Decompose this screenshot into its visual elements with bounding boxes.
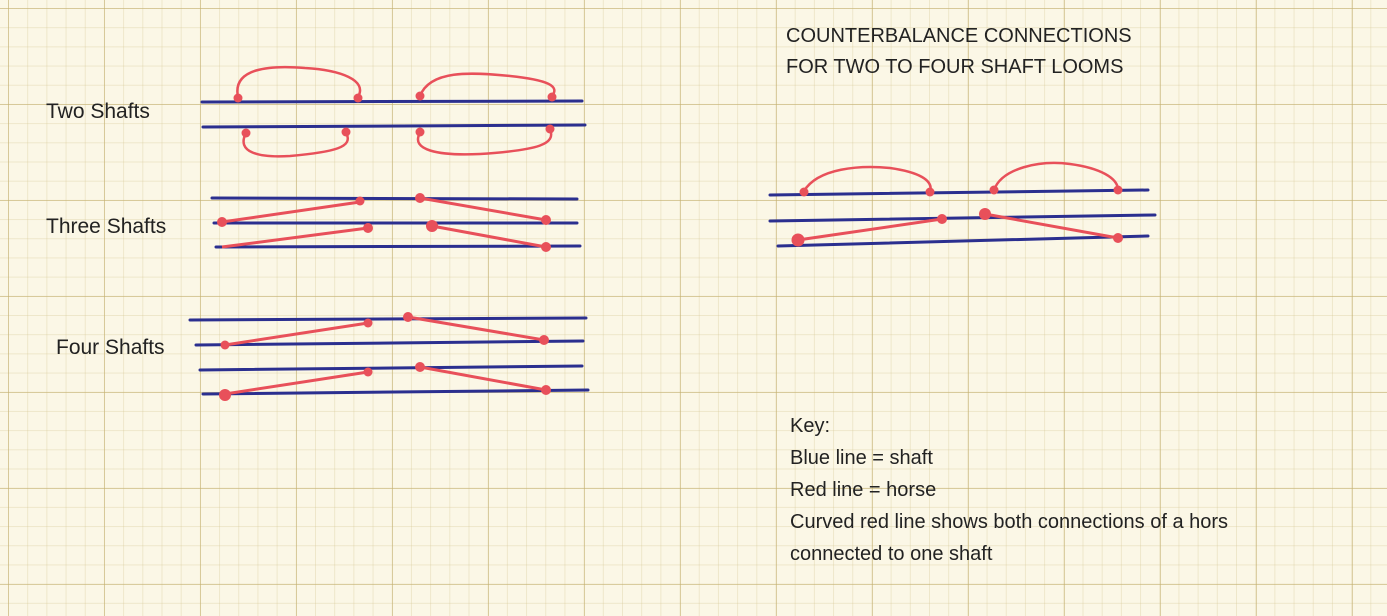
connection-dot — [415, 91, 425, 101]
four-shafts-group — [188, 312, 590, 401]
shaft-line — [210, 196, 579, 201]
connection-dot — [979, 208, 991, 220]
connection-dot — [547, 92, 557, 102]
connection-dot — [799, 187, 809, 197]
three-shafts-group — [210, 193, 582, 252]
horse-line — [431, 224, 547, 249]
connection-dot — [989, 185, 999, 195]
connection-dot — [426, 220, 438, 232]
horse-curve — [418, 72, 556, 97]
connection-dot — [541, 242, 551, 252]
shaft-line — [768, 213, 1157, 223]
shaft-line — [201, 388, 590, 396]
key-curved-line-1: Curved red line shows both connections o… — [790, 511, 1229, 533]
diagram-title-line-2: FOR TWO TO FOUR SHAFT LOOMS — [786, 56, 1124, 78]
horse-curve — [802, 165, 932, 193]
connection-dot — [220, 340, 230, 350]
label-three-shafts: Three Shafts — [46, 215, 167, 238]
key-blue-line: Blue line = shaft — [790, 447, 933, 469]
connection-dot — [363, 367, 373, 377]
connection-dot — [233, 93, 243, 103]
connection-dot — [541, 385, 551, 395]
connection-dot — [539, 335, 549, 345]
connection-dot — [355, 196, 365, 206]
connection-dot — [241, 128, 251, 138]
connection-dot — [363, 318, 373, 328]
connection-dot — [415, 193, 425, 203]
connection-dot — [415, 127, 425, 137]
label-two-shafts: Two Shafts — [46, 100, 150, 123]
connection-dot — [545, 124, 555, 134]
horse-line — [419, 365, 547, 392]
key-curved-line-2: connected to one shaft — [790, 543, 993, 565]
connection-dot — [403, 312, 413, 322]
horse-line — [419, 196, 547, 222]
horse-curve — [236, 65, 362, 98]
horse-curve — [416, 128, 553, 156]
horse-line — [221, 226, 369, 249]
connection-dot — [925, 187, 935, 197]
key-heading: Key: — [790, 415, 831, 437]
two-shafts-group — [200, 65, 587, 158]
connection-dot — [341, 127, 351, 137]
horse-line — [224, 321, 369, 347]
shaft-line — [768, 188, 1150, 197]
horse-curve — [242, 132, 349, 158]
key-red-line: Red line = horse — [790, 479, 937, 501]
connection-dot — [353, 93, 363, 103]
connection-dot — [219, 389, 231, 401]
connection-dot — [541, 215, 551, 225]
connection-dot — [937, 214, 947, 224]
connection-dot — [363, 223, 373, 233]
horse-line — [224, 370, 369, 396]
combined-example-group — [768, 161, 1157, 248]
horse-line — [797, 217, 943, 242]
connection-dot — [791, 233, 805, 247]
shaft-line — [776, 234, 1150, 248]
label-four-shafts: Four Shafts — [56, 336, 165, 359]
diagram-title-line-1: COUNTERBALANCE CONNECTIONS — [786, 25, 1132, 47]
shaft-line — [198, 364, 584, 372]
shaft-line — [194, 339, 585, 347]
shaft-line — [214, 244, 582, 249]
shaft-line — [188, 316, 588, 322]
connection-dot — [217, 217, 227, 227]
shaft-line — [200, 99, 584, 104]
connection-dot — [1113, 185, 1123, 195]
connection-dot — [1113, 233, 1123, 243]
horse-curve — [992, 161, 1120, 191]
connection-dot — [415, 362, 425, 372]
shaft-line — [201, 123, 587, 129]
horse-line — [221, 200, 361, 224]
horse-line — [407, 315, 545, 342]
horse-line — [984, 212, 1119, 240]
